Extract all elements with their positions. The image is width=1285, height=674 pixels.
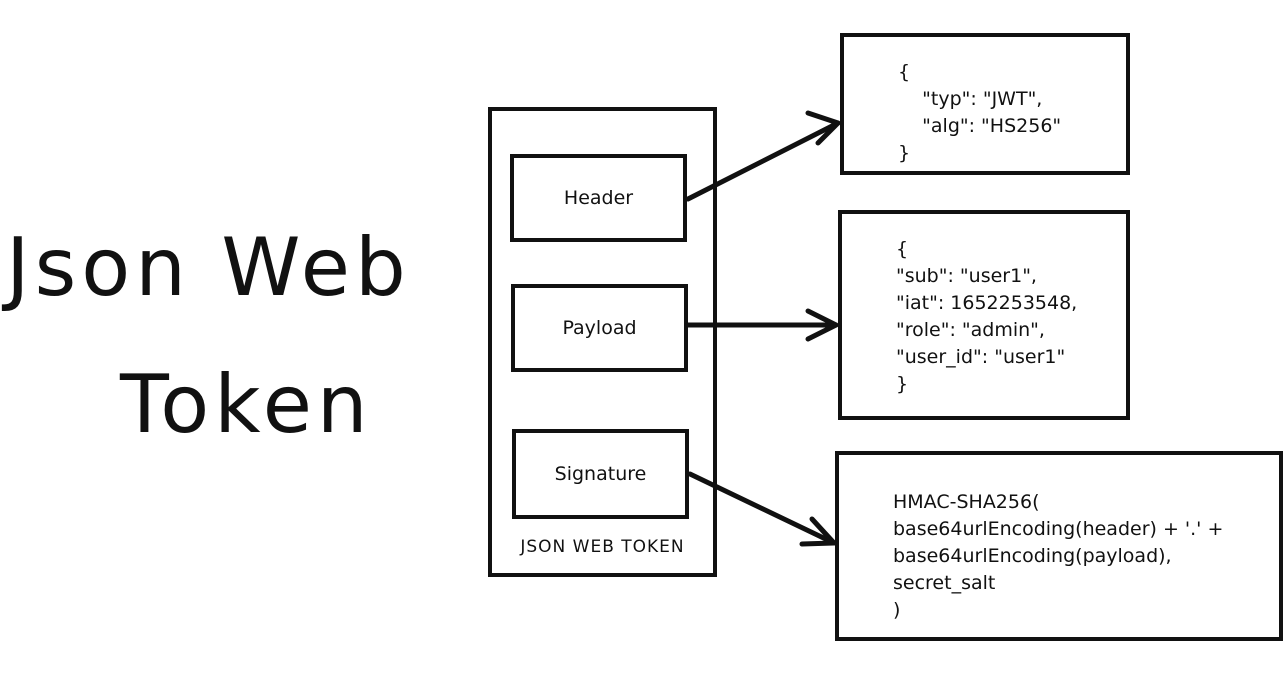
title-line-2: Token — [120, 358, 373, 451]
header-json-box: { "typ": "JWT", "alg": "HS256" } — [840, 33, 1130, 175]
payload-label: Payload — [562, 317, 637, 339]
signature-label: Signature — [554, 463, 647, 485]
payload-json-box: { "sub": "user1", "iat": 1652253548, "ro… — [838, 210, 1130, 420]
signature-formula-box: HMAC-SHA256( base64urlEncoding(header) +… — [835, 451, 1283, 641]
header-box: Header — [510, 154, 687, 242]
header-arrow — [685, 110, 841, 202]
payload-arrow — [685, 308, 839, 342]
header-json-text: { "typ": "JWT", "alg": "HS256" } — [898, 61, 1062, 164]
signature-box: Signature — [512, 429, 689, 519]
jwt-container-caption: JSON WEB TOKEN — [520, 537, 685, 557]
signature-arrow — [687, 471, 837, 547]
title-line-1: Json Web — [6, 221, 411, 314]
header-label: Header — [563, 187, 634, 209]
signature-formula-text: HMAC-SHA256( base64urlEncoding(header) +… — [893, 491, 1224, 621]
payload-box: Payload — [511, 284, 688, 372]
payload-json-text: { "sub": "user1", "iat": 1652253548, "ro… — [896, 238, 1078, 395]
